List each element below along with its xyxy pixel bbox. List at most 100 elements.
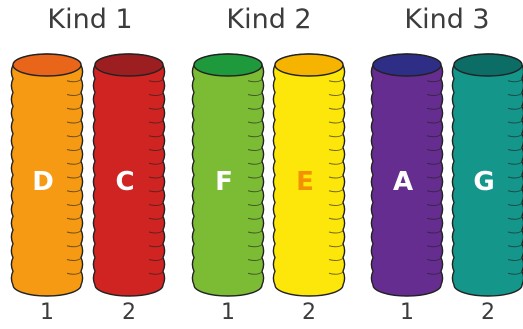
tube-letter: E <box>296 167 314 197</box>
tube-rib <box>507 230 523 234</box>
tube-rib <box>148 134 164 138</box>
tube-rib <box>148 148 164 152</box>
tube-letter: G <box>473 167 494 197</box>
tube-rib <box>148 106 164 110</box>
tube-rib <box>66 134 82 138</box>
tube-rib <box>426 271 442 275</box>
tube-rib <box>328 106 344 110</box>
tube-rib <box>66 106 82 110</box>
tube-rib <box>247 79 263 83</box>
group-title-kind-2: Kind 2 <box>226 4 312 35</box>
tube-rib <box>247 175 263 179</box>
tube-rib <box>507 93 523 97</box>
tube-rib <box>328 258 344 262</box>
tube-rib <box>66 148 82 152</box>
tube-rib <box>247 258 263 262</box>
tube-rib <box>66 230 82 234</box>
tube-kind-3-1: A <box>370 53 444 297</box>
tube-rib <box>148 161 164 165</box>
tube-rib <box>507 148 523 152</box>
tube-rib <box>426 79 442 83</box>
tube-rib <box>148 216 164 220</box>
tube-rib <box>148 175 164 179</box>
tube-rib <box>507 271 523 275</box>
tube-body <box>272 53 346 297</box>
tube-letter: F <box>215 167 233 197</box>
tube-rib <box>148 120 164 124</box>
tube-rib <box>148 271 164 275</box>
tube-rib <box>507 203 523 207</box>
tube-rib <box>247 106 263 110</box>
tube-rib <box>66 216 82 220</box>
tube-rib <box>507 120 523 124</box>
tube-rib <box>66 161 82 165</box>
tube-rib <box>328 148 344 152</box>
tube-rib <box>507 175 523 179</box>
tube-rib <box>507 79 523 83</box>
group-title-kind-1: Kind 1 <box>47 4 133 35</box>
tube-kind-2-2: E <box>272 53 346 297</box>
tube-rib <box>247 271 263 275</box>
tube-ribs <box>426 79 442 275</box>
tube-letter: A <box>393 167 413 197</box>
tube-rib <box>328 93 344 97</box>
tube-rib <box>66 271 82 275</box>
tube-ribs <box>148 79 164 275</box>
tube-rib <box>328 203 344 207</box>
tube-rib <box>148 189 164 193</box>
tube-rib <box>247 216 263 220</box>
tube-rib <box>507 216 523 220</box>
tube-rib <box>66 203 82 207</box>
tube-rib <box>426 175 442 179</box>
tube-rib <box>426 120 442 124</box>
tube-rib <box>247 230 263 234</box>
tube-rib <box>66 120 82 124</box>
tube-top <box>94 53 164 77</box>
tube-rib <box>426 93 442 97</box>
tube-rib <box>328 134 344 138</box>
tube-rib <box>247 93 263 97</box>
tube-rib <box>426 189 442 193</box>
tube-rib <box>66 258 82 262</box>
tube-kind-1-2: C <box>92 53 166 297</box>
tube-ribs <box>328 79 344 275</box>
tube-rib <box>426 258 442 262</box>
tube-rib <box>426 230 442 234</box>
tube-index-kind-1-2: 2 <box>122 300 136 325</box>
tube-top <box>372 53 442 77</box>
tube-ribs <box>507 79 523 275</box>
tube-rib <box>247 120 263 124</box>
tube-rib <box>66 93 82 97</box>
tube-rib <box>66 244 82 248</box>
tube-rib <box>328 79 344 83</box>
tube-body <box>191 53 265 297</box>
tube-index-kind-2-2: 2 <box>302 300 316 325</box>
tube-rib <box>507 134 523 138</box>
tube-top <box>453 53 523 77</box>
tube-rib <box>148 230 164 234</box>
tube-rib <box>247 189 263 193</box>
tube-top <box>193 53 263 77</box>
tube-rib <box>426 148 442 152</box>
tube-rib <box>426 134 442 138</box>
tube-rib <box>426 244 442 248</box>
tube-rib <box>328 216 344 220</box>
tube-body <box>92 53 166 297</box>
tube-letter: D <box>32 167 54 197</box>
tube-rib <box>247 161 263 165</box>
tube-rib <box>328 175 344 179</box>
tube-index-kind-3-1: 1 <box>400 300 414 325</box>
tube-rib <box>247 134 263 138</box>
tube-rib <box>507 244 523 248</box>
tube-rib <box>148 79 164 83</box>
tube-rib <box>426 106 442 110</box>
tube-index-kind-1-1: 1 <box>40 300 54 325</box>
tube-rib <box>328 244 344 248</box>
tube-rib <box>426 216 442 220</box>
tube-rib <box>507 189 523 193</box>
tube-rib <box>66 79 82 83</box>
tube-kind-2-1: F <box>191 53 265 297</box>
tube-ribs <box>66 79 82 275</box>
tube-rib <box>66 189 82 193</box>
